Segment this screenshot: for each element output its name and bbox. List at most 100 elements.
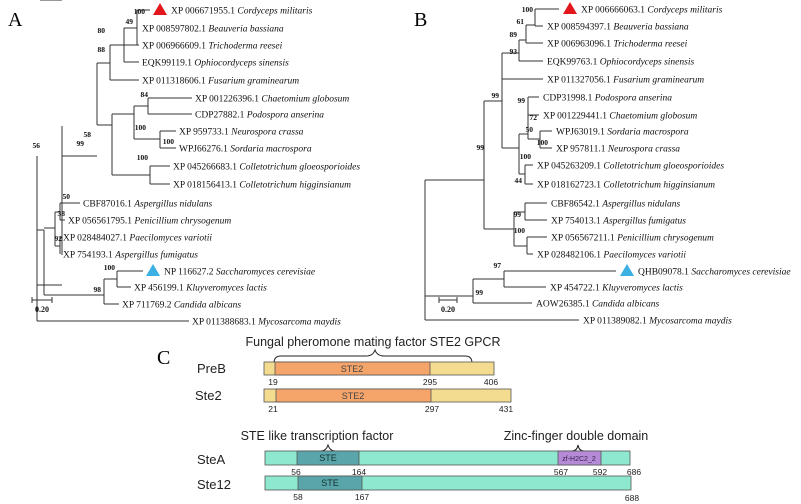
bootstrap-value: 58 [84, 130, 92, 139]
species-name: Sordaria macrospora [607, 127, 689, 137]
blue-triangle-marker [146, 264, 160, 276]
ste2-domain-ste2 [275, 388, 432, 403]
ste-domain-stea [296, 450, 360, 466]
accession: QHB09078.1 [638, 267, 691, 277]
species-name: Podospora anserina [594, 93, 673, 103]
species-name: Kluyveromyces lactis [601, 283, 683, 293]
accession: XP 001229441.1 [543, 111, 609, 121]
protein-name-preb: PreB [197, 361, 226, 376]
accession: XP 001226396.1 [195, 94, 261, 104]
species-name: Chaetomium globosum [261, 94, 349, 104]
accession: XP 006671955.1 [171, 6, 237, 16]
bootstrap-value: 100 [537, 138, 549, 147]
accession: NP 116627.2 [164, 267, 216, 277]
taxon-label: XP 957811.1 Neurospora crassa [556, 144, 680, 154]
taxon-label: CBF86542.1 Aspergillus nidulans [551, 199, 681, 209]
group1-title: Fungal pheromone mating factor STE2 GPCR [246, 335, 501, 349]
taxon-label: XP 456199.1 Kluyveromyces lactis [134, 283, 267, 293]
bootstrap-value: 100 [163, 137, 175, 146]
taxon-label: XP 011388683.1 Mycosarcoma maydis [192, 317, 341, 327]
taxon-label: XP 018162723.1 Colletotrichum higginsian… [537, 180, 715, 190]
bootstrap-value: 100 [137, 153, 149, 162]
taxon-label: XP 008594397.1 Beauveria bassiana [547, 22, 689, 32]
bootstrap-value: 38 [58, 209, 66, 218]
taxon-label: XP 028484027.1 Paecilomyces variotii [63, 233, 212, 243]
accession: CBF86542.1 [551, 199, 602, 209]
bootstrap-value: 49 [126, 17, 134, 26]
species-name: Fusarium graminearum [612, 75, 704, 85]
bootstrap-value: 99 [476, 288, 484, 297]
length-preb: 406 [484, 377, 498, 387]
bootstrap-value: 88 [98, 45, 106, 54]
species-name: Beauveria bassiana [613, 22, 688, 32]
accession: EQK99763.1 [547, 57, 600, 67]
accession: XP 454722.1 [550, 283, 602, 293]
domain-start-ste12: 58 [293, 492, 303, 502]
panel-label-b: B [414, 9, 427, 31]
accession: XP 011389082.1 [583, 316, 649, 326]
accession: XP 959733.1 [179, 127, 231, 137]
length-ste12: 688 [625, 493, 639, 503]
bootstrap-value: 99 [77, 139, 85, 148]
blue-triangle-marker [620, 264, 634, 276]
taxon-label: XP 008597802.1 Beauveria bassiana [142, 24, 284, 34]
accession: XP 006966609.1 [142, 41, 208, 51]
species-name: Aspergillus nidulans [601, 199, 680, 209]
length-ste2: 431 [499, 404, 513, 414]
bootstrap-value: 97 [494, 261, 502, 270]
taxon-label: AOW26385.1 Candida albicans [536, 299, 660, 309]
protein-name-stea: SteA [197, 452, 226, 467]
taxon-label: XP 006963096.1 Trichoderma reesei [547, 39, 688, 49]
accession: XP 754193.1 [63, 250, 115, 260]
species-name: Colletotrichum higginsianum [603, 180, 715, 190]
taxon-label: EQK99763.1 Ophiocordyceps sinensis [547, 57, 694, 67]
accession: XP 008597802.1 [142, 24, 208, 34]
taxon-label: WPJ63019.1 Sordaria macrospora [556, 127, 689, 137]
domain-label-ste12: STE [321, 478, 339, 488]
species-name: Paecilomyces variotii [128, 233, 212, 243]
accession: XP 006666063.1 [581, 5, 647, 15]
taxon-label: XP 001226396.1 Chaetomium globosum [195, 94, 349, 104]
species-name: Ophiocordyceps sinensis [194, 58, 289, 68]
species-name: Penicillium chrysogenum [133, 216, 231, 226]
species-name: Ophiocordyceps sinensis [600, 57, 695, 67]
taxon-label: WPJ66276.1 Sordaria macrospora [179, 144, 312, 154]
domain-start-preb: 19 [268, 377, 278, 387]
species-name: Chaetomium globosum [609, 111, 697, 121]
accession: XP 028482106.1 [537, 250, 603, 260]
bootstrap-value: 99 [477, 143, 485, 152]
accession: CBF87016.1 [83, 199, 134, 209]
species-name: Beauveria bassiana [208, 24, 283, 34]
taxon-label: XP 006666063.1 Cordyceps militaris [581, 5, 723, 15]
species-name: Colletotrichum gloeosporioides [239, 162, 360, 172]
zinc-finger-domain-stea [557, 450, 602, 466]
bootstrap-value: 99 [518, 96, 526, 105]
taxon-label: XP 045266683.1 Colletotrichum gloeospori… [173, 162, 360, 172]
ste-domain-ste12 [297, 475, 363, 491]
panel-label-c: C [157, 347, 170, 369]
taxon-label: XP 454722.1 Kluyveromyces lactis [550, 283, 683, 293]
domain-end-ste12: 167 [355, 492, 369, 502]
panel-c: C Fungal pheromone mating factor STE2 GP… [157, 335, 648, 503]
accession: CDP27882.1 [195, 110, 247, 120]
taxon-label: CDP31998.1 Podospora anserina [543, 93, 672, 103]
taxon-label: QHB09078.1 Saccharomyces cerevisiae [638, 267, 791, 277]
group1-brace [273, 348, 473, 364]
species-name: Penicillium chrysogenum [616, 233, 714, 243]
taxon-label: XP 011318606.1 Fusarium graminearum [142, 76, 299, 86]
accession: XP 011327056.1 [547, 75, 613, 85]
species-name: Sordaria macrospora [230, 144, 312, 154]
taxon-label: XP 711769.2 Candida albicans [122, 300, 241, 310]
accession: XP 008594397.1 [547, 22, 613, 32]
taxon-label: XP 001229441.1 Chaetomium globosum [543, 111, 697, 121]
taxon-label: XP 959733.1 Neurospora crassa [179, 127, 304, 137]
domain-start-stea: 56 [291, 467, 301, 477]
bootstrap-value: 98 [94, 285, 102, 294]
species-name: Fusarium graminearum [207, 76, 299, 86]
accession: XP 006963096.1 [547, 39, 613, 49]
species-name: Mycosarcoma maydis [648, 316, 732, 326]
taxon-label: XP 754013.1 Aspergillus fumigatus [551, 215, 686, 226]
taxon-label: CBF87016.1 Aspergillus nidulans [83, 199, 213, 209]
